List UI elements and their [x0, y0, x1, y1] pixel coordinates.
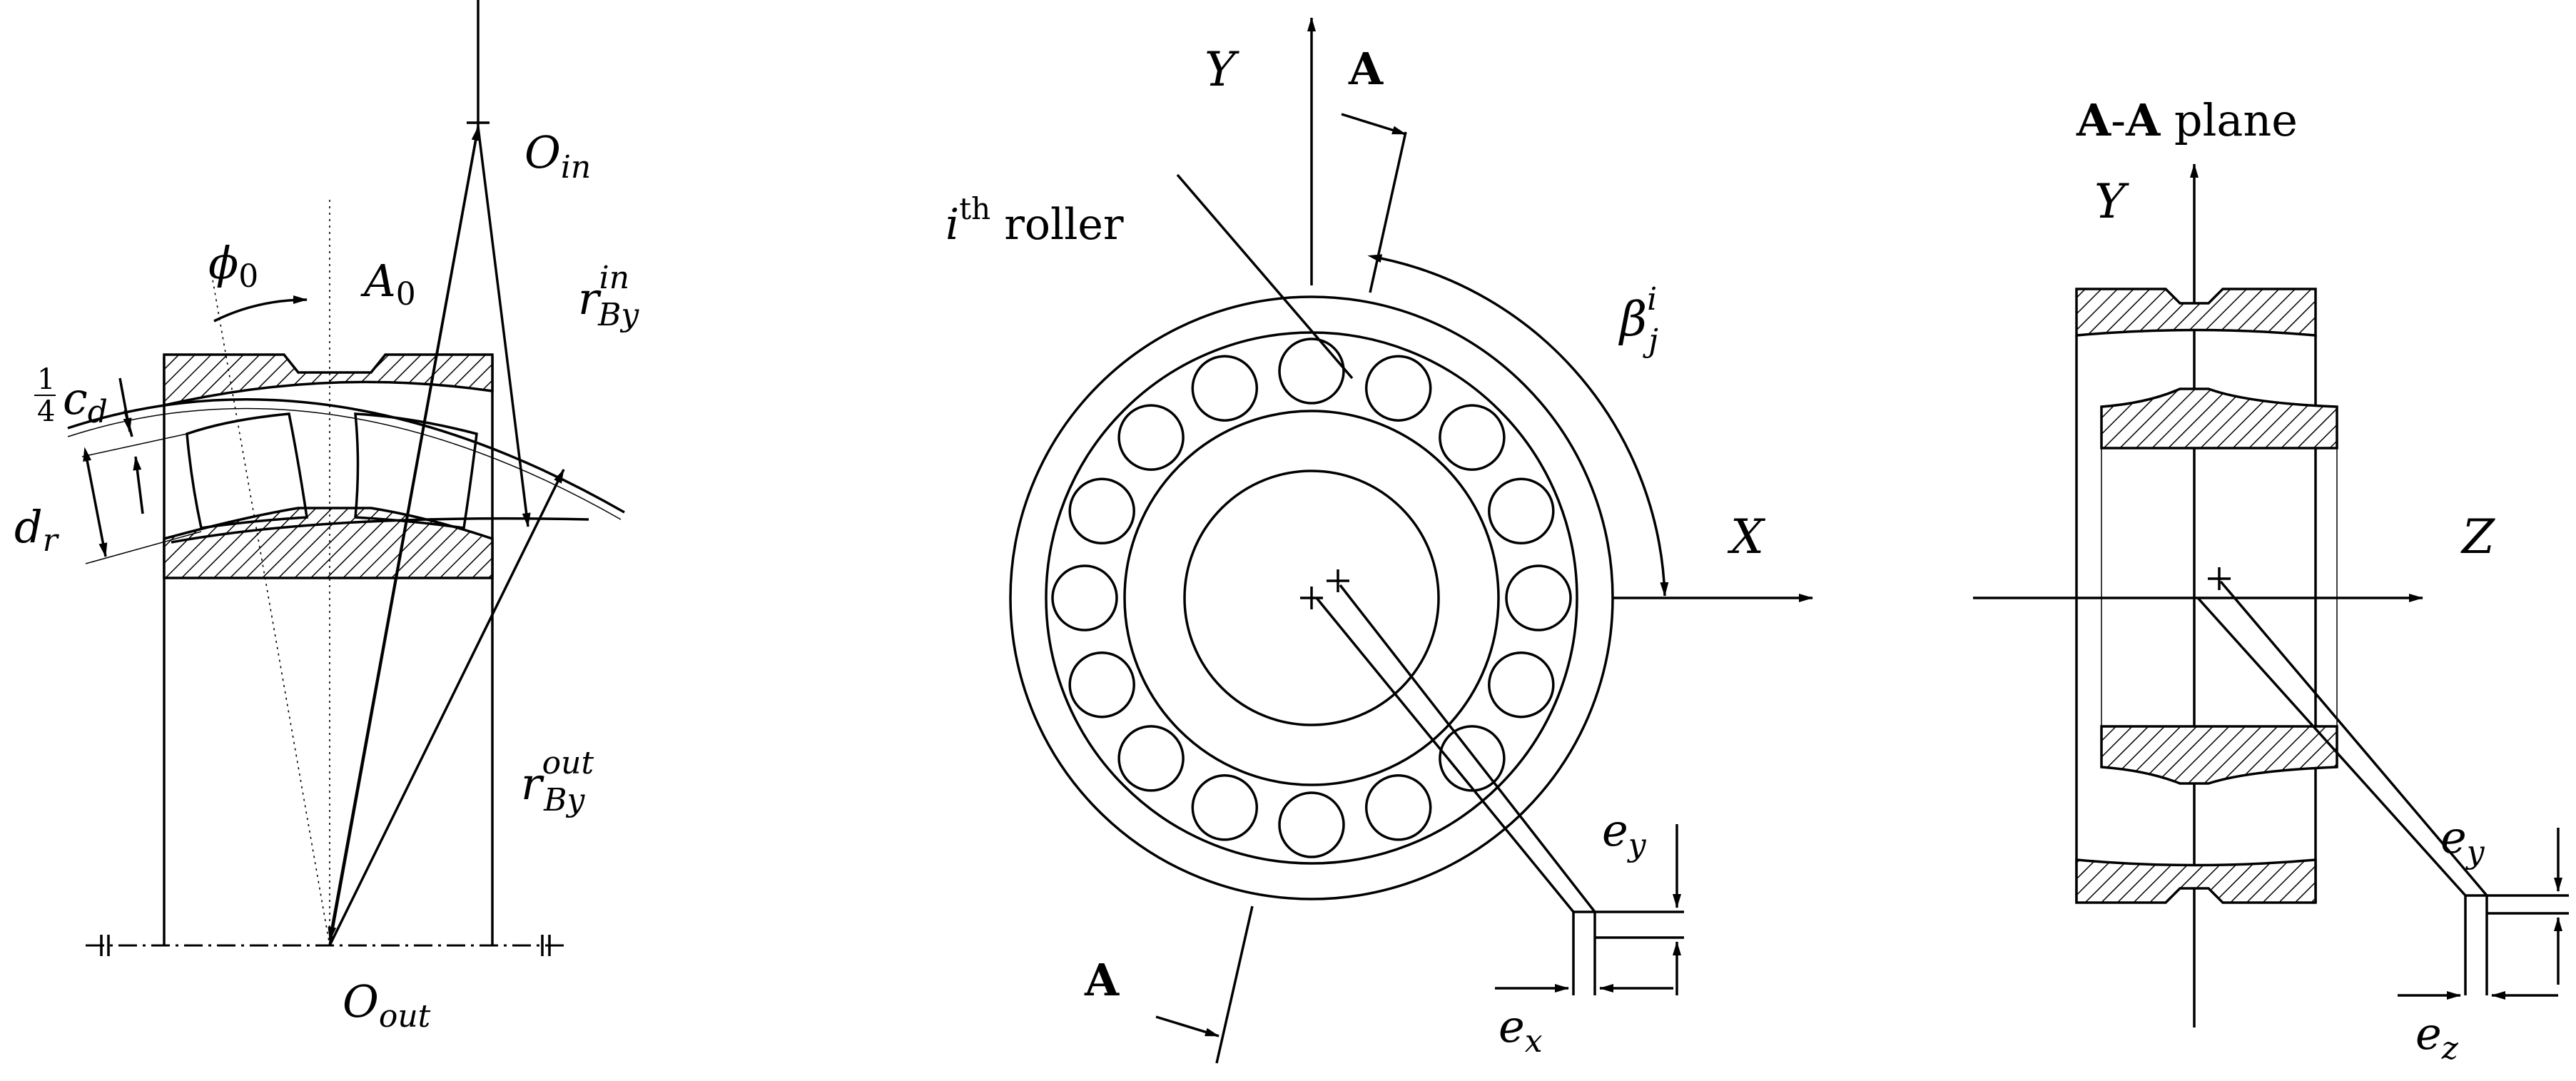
roller	[1439, 404, 1506, 471]
label-phi: ϕ0	[208, 237, 258, 295]
roller	[1488, 651, 1555, 719]
roller	[1191, 355, 1259, 422]
label-d-r: dr	[14, 501, 60, 559]
label-X: X	[1727, 509, 1766, 564]
roller	[1068, 651, 1135, 719]
label-quarter-den: 4	[37, 395, 55, 428]
label-A-top: A	[1348, 43, 1384, 95]
roller-left	[186, 412, 309, 529]
label-e-z: ez	[2415, 1008, 2459, 1067]
roller	[1439, 725, 1506, 792]
label-Y-section: Y	[2094, 174, 2129, 229]
roller	[1505, 564, 1572, 631]
outer-ring-outer-edge	[1009, 295, 1614, 900]
inner-ring-bore	[1183, 470, 1440, 726]
right-section-view: A-A plane Y Z ey ez	[1973, 94, 2569, 1067]
aa-inner-ring-top	[2100, 387, 2338, 450]
roller	[1488, 477, 1555, 545]
inner-ring-outer-edge	[1123, 410, 1500, 786]
roller	[1278, 791, 1345, 858]
label-A-bottom: A	[1084, 954, 1120, 1006]
label-ith-roller: ith roller	[945, 191, 1124, 250]
label-AA-plane: A-A plane	[2076, 94, 2298, 146]
label-e-y-section: ey	[2440, 811, 2485, 871]
label-e-y-front: ey	[1602, 804, 1647, 863]
roller	[1364, 774, 1432, 841]
roller-right	[354, 412, 478, 529]
aa-inner-ring-bottom	[2100, 725, 2338, 785]
roller	[1068, 477, 1135, 545]
label-e-x: ex	[1499, 1000, 1543, 1060]
roller	[1117, 725, 1185, 792]
outer-ring-section	[163, 353, 494, 407]
label-Z: Z	[2460, 509, 2495, 564]
aa-outer-ring-bottom	[2075, 858, 2317, 904]
roller	[1364, 355, 1432, 422]
roller	[1117, 404, 1185, 471]
roller	[1278, 338, 1345, 405]
label-quarter-num: 1	[37, 363, 55, 396]
aa-outer-ring-top	[2075, 288, 2317, 337]
label-Y-front: Y	[1205, 42, 1239, 97]
label-A0: A0	[360, 255, 416, 313]
label-c-d: cd	[63, 372, 108, 430]
roller	[1191, 774, 1259, 841]
label-O-out: Oout	[343, 975, 431, 1035]
label-O-in: Oin	[524, 126, 591, 186]
roller	[1051, 564, 1118, 631]
